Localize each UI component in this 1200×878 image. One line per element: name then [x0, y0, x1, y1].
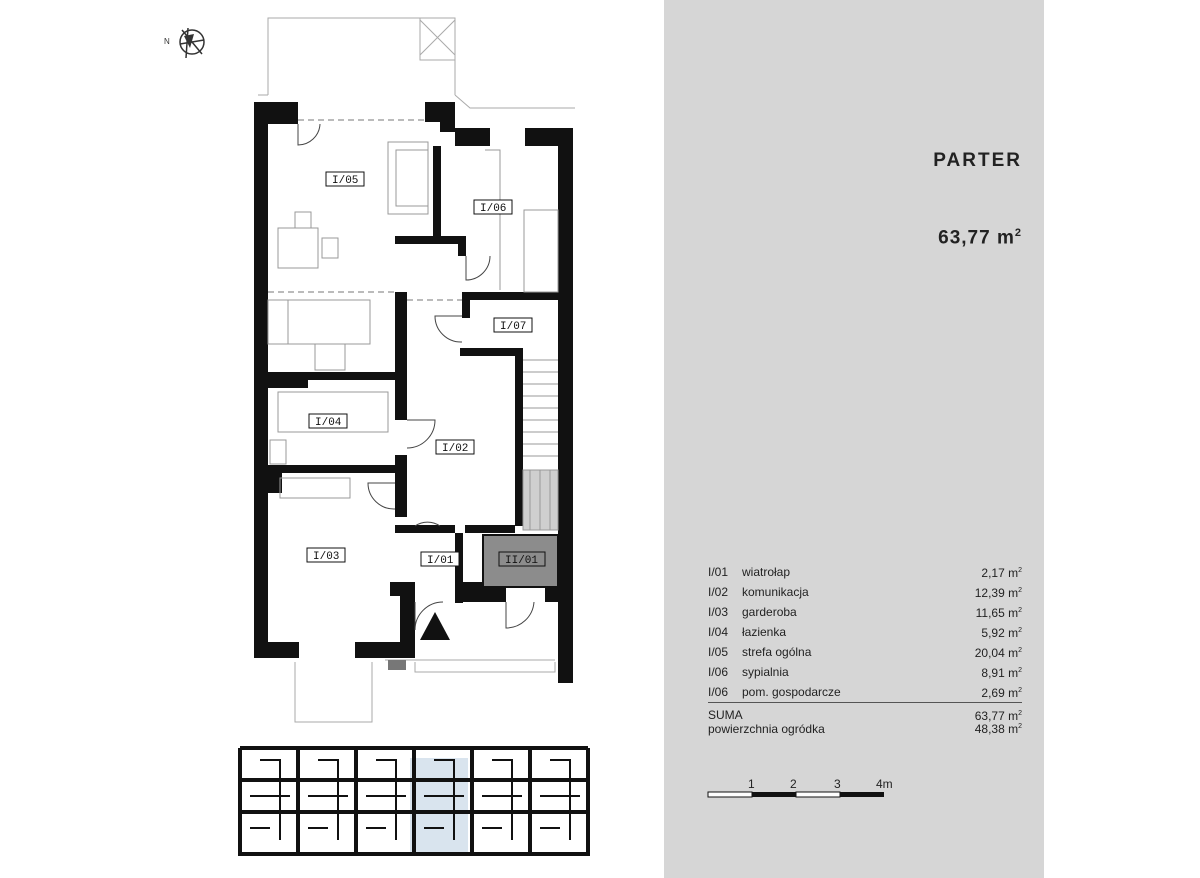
room-label-i02: I/02: [442, 443, 468, 455]
room-area: 5,92 m2: [981, 626, 1022, 640]
sum-label: SUMA: [708, 702, 932, 725]
room-area: 20,04 m2: [974, 646, 1022, 660]
room-area: 12,39 m2: [974, 586, 1022, 600]
door-swings: [297, 123, 535, 631]
scale-bar: 1 2 3 4m: [707, 777, 893, 798]
room-labels: I/05 I/06 I/07 I/04 I/02 I/03 I/01 II/01: [306, 171, 546, 567]
building-key-plan: [238, 746, 590, 856]
room-label-i07: I/07: [500, 321, 526, 333]
walls: [254, 102, 573, 683]
room-label-i01: I/01: [427, 555, 454, 567]
compass-label: N: [164, 37, 170, 46]
floor-area-value: 63,77 m: [938, 227, 1015, 249]
room-area: 2,17 m2: [981, 566, 1022, 580]
compass-icon: N: [164, 27, 205, 59]
room-number: I/06: [708, 684, 729, 699]
room-area: 2,69 m2: [981, 686, 1022, 700]
room-name: łazienka: [742, 624, 787, 639]
room-number: I/02: [708, 584, 729, 599]
info-panel: PARTER 63,77 m2 I/01 wiatrołap 2,17 m2 I…: [664, 0, 1044, 878]
room-area-table: I/01 wiatrołap 2,17 m2 I/02 komunikacja …: [708, 562, 1022, 725]
scale-tick-4: 4m: [876, 777, 893, 791]
floor-area: 63,77 m2: [938, 227, 1022, 249]
table-row: I/06 pom. gospodarcze 2,69 m2: [708, 682, 1022, 703]
sum-row: SUMA 63,77 m2: [708, 702, 1022, 725]
table-row: I/06 sypialnia 8,91 m2: [708, 662, 1022, 682]
floor-area-unit-sup: 2: [1014, 227, 1022, 239]
table-row: I/04 łazienka 5,92 m2: [708, 622, 1022, 642]
room-number: I/01: [708, 564, 729, 579]
staircase: [522, 359, 559, 531]
room-number: I/04: [708, 624, 729, 639]
room-name: pom. gospodarcze: [742, 684, 841, 699]
room-name: wiatrołap: [742, 564, 791, 579]
scale-tick-1: 1: [748, 777, 755, 791]
scale-tick-3: 3: [834, 777, 841, 791]
room-label-i05: I/05: [332, 175, 358, 187]
room-name: strefa ogólna: [742, 644, 812, 659]
garden-area: 48,38 m2: [974, 722, 1022, 736]
scale-tick-2: 2: [790, 777, 797, 791]
sum-area: 63,77 m2: [931, 702, 1022, 725]
terrace-outline: [258, 17, 575, 109]
entrance-arrow-icon: [420, 612, 450, 640]
dashed-lines: [268, 119, 462, 301]
room-area: 11,65 m2: [975, 606, 1022, 620]
furniture: [267, 141, 559, 499]
garden-label: powierzchnia ogródka: [708, 722, 825, 736]
garden-area-row: powierzchnia ogródka 48,38 m2: [708, 722, 1022, 736]
room-area: 8,91 m2: [981, 666, 1022, 680]
entrance-outline: [294, 659, 556, 723]
room-name: garderoba: [742, 604, 797, 619]
room-number: I/03: [708, 604, 729, 619]
room-number: I/06: [708, 664, 729, 679]
room-label-i03: I/03: [313, 551, 339, 563]
floor-plan-drawing: N: [164, 17, 590, 856]
table-row: I/01 wiatrołap 2,17 m2: [708, 562, 1022, 582]
table-row: I/03 garderoba 11,65 m2: [708, 602, 1022, 622]
room-label-ii01: II/01: [505, 555, 538, 567]
room-label-i06: I/06: [480, 203, 506, 215]
table-row: I/02 komunikacja 12,39 m2: [708, 582, 1022, 602]
table-row: I/05 strefa ogólna 20,04 m2: [708, 642, 1022, 662]
room-name: komunikacja: [742, 584, 809, 599]
room-name: sypialnia: [742, 664, 789, 679]
floor-plan: N: [150, 0, 662, 878]
room-label-i04: I/04: [315, 417, 342, 429]
step-block: [388, 660, 406, 670]
floor-name: PARTER: [933, 150, 1022, 171]
room-number: I/05: [708, 644, 729, 659]
